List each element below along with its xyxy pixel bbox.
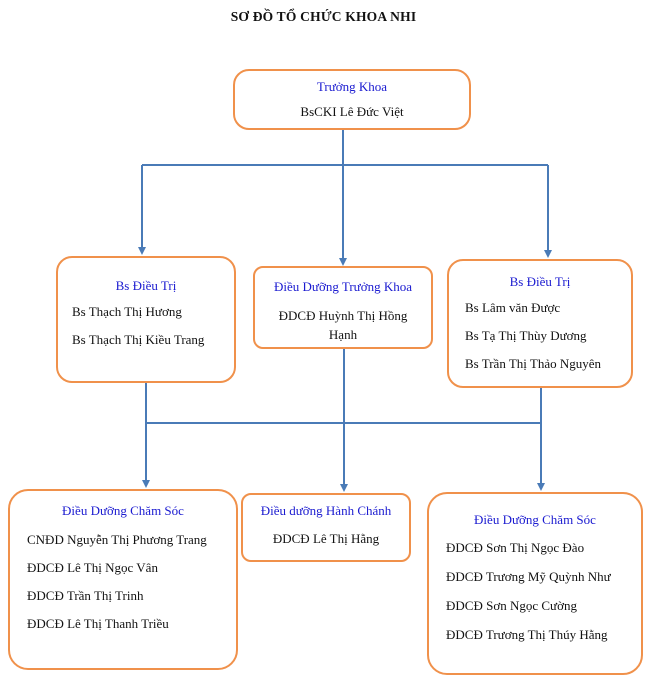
right-doctors-member: Bs Tạ Thị Thùy Dương — [465, 328, 587, 343]
left-care-member: ĐDCĐ Lê Thị Ngọc Vân — [27, 560, 158, 575]
left-care-role: Điều Dưỡng Chăm Sóc — [62, 503, 184, 518]
head-nurse-member: ĐDCĐ Huỳnh Thị Hồng Hạnh — [278, 308, 408, 342]
head-nurse-role: Điều Dưỡng Trưởng Khoa — [274, 279, 412, 294]
left-doctors-role: Bs Điều Trị — [115, 278, 177, 293]
right-care-member: ĐDCĐ Trương Thị Thúy Hằng — [446, 627, 608, 642]
head-of-department-box: Trưởng Khoa BsCKI Lê Đức Việt — [233, 69, 471, 130]
right-care-member: ĐDCĐ Sơn Thị Ngọc Đào — [446, 540, 585, 555]
right-doctors-member: Bs Trần Thị Thảo Nguyên — [465, 356, 602, 371]
page-title: SƠ ĐỒ TỔ CHỨC KHOA NHI — [230, 9, 417, 24]
admin-nurse-member: ĐDCĐ Lê Thị Hằng — [272, 531, 380, 546]
left-doctors-member: Bs Thạch Thị Kiều Trang — [72, 332, 205, 347]
right-doctors-role: Bs Điều Trị — [509, 274, 571, 289]
left-care-member: ĐDCĐ Trần Thị Trinh — [27, 588, 144, 603]
head-name: BsCKI Lê Đức Việt — [300, 104, 404, 119]
admin-nurse-role: Điều dưỡng Hành Chánh — [260, 503, 392, 518]
left-doctors-member: Bs Thạch Thị Hương — [72, 304, 182, 319]
head-role: Trưởng Khoa — [316, 79, 388, 94]
left-care-member: ĐDCĐ Lê Thị Thanh Triều — [27, 616, 169, 631]
right-care-nurses-box: Điều Dưỡng Chăm Sóc ĐDCĐ Sơn Thị Ngọc Đà… — [427, 492, 643, 675]
left-doctors-box: Bs Điều Trị Bs Thạch Thị Hương Bs Thạch … — [56, 256, 236, 383]
right-care-role: Điều Dưỡng Chăm Sóc — [474, 512, 596, 527]
left-care-nurses-box: Điều Dưỡng Chăm Sóc CNĐD Nguyễn Thị Phươ… — [8, 489, 238, 670]
right-doctors-box: Bs Điều Trị Bs Lâm văn Được Bs Tạ Thị Th… — [447, 259, 633, 388]
right-care-member: ĐDCĐ Sơn Ngọc Cường — [446, 598, 577, 613]
right-doctors-member: Bs Lâm văn Được — [465, 300, 561, 315]
admin-nurse-box: Điều dưỡng Hành Chánh ĐDCĐ Lê Thị Hằng — [241, 493, 411, 562]
left-care-member: CNĐD Nguyễn Thị Phương Trang — [27, 532, 207, 547]
head-nurse-box: Điều Dưỡng Trưởng Khoa ĐDCĐ Huỳnh Thị Hồ… — [253, 266, 433, 349]
right-care-member: ĐDCĐ Trương Mỹ Quỳnh Như — [446, 569, 611, 584]
